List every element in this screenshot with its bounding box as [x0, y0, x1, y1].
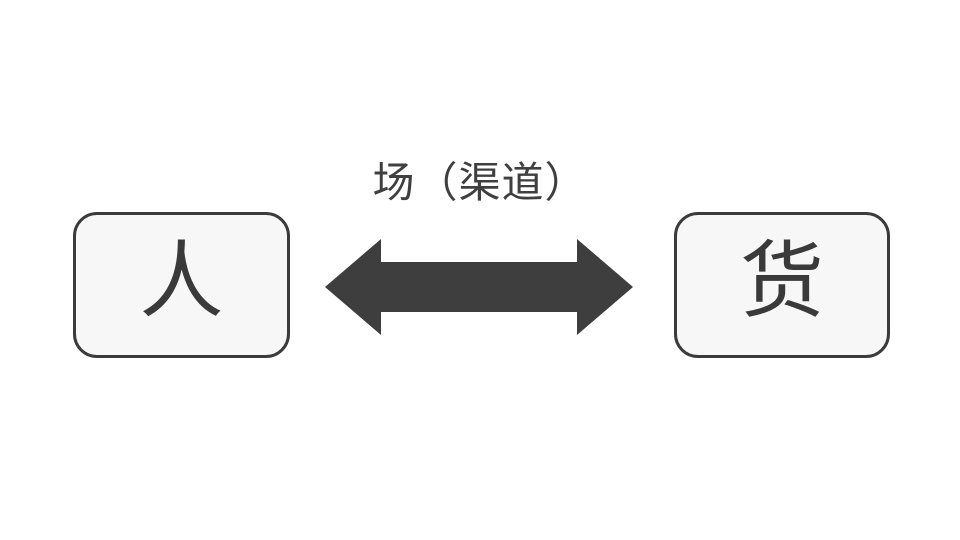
double-arrow-icon [325, 239, 633, 335]
double-arrow-shape [325, 239, 633, 335]
connector-label: 场（渠道） [372, 159, 588, 206]
node-person-label: 人 [139, 236, 224, 329]
node-goods-label: 货 [739, 236, 824, 329]
node-goods: 货 [674, 212, 890, 358]
node-person: 人 [73, 212, 290, 358]
